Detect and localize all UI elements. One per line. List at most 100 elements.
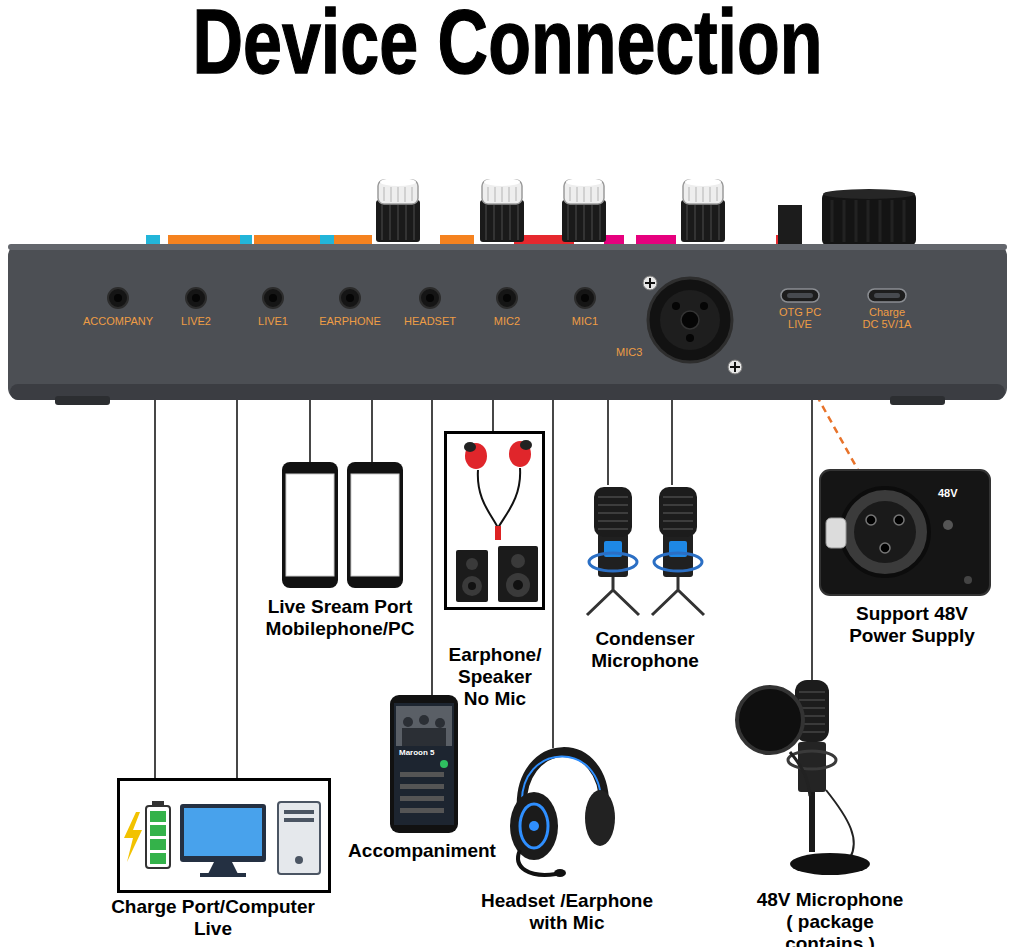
port-label: Charge DC 5V/1A — [861, 306, 913, 330]
music-phone — [396, 706, 452, 746]
device-box: Earphone/ Speaker No Mic — [444, 431, 545, 610]
xlr-combo-jack — [686, 334, 694, 342]
headset — [520, 804, 548, 848]
xlr-socket-photo — [943, 520, 953, 530]
speakers — [466, 558, 478, 570]
port-label: MIC3 — [616, 346, 642, 358]
xlr-socket-photo — [894, 515, 904, 525]
phone-device: Live Sream Port Mobilephone/PC — [282, 462, 403, 588]
audio-port: MIC2 — [492, 287, 523, 329]
studio-microphone — [737, 687, 803, 753]
port-label: HEADSET — [404, 315, 456, 327]
speakers — [513, 580, 523, 590]
audio-jack — [108, 288, 128, 308]
mixer-knob — [562, 178, 606, 242]
studio-microphone — [737, 680, 870, 875]
music-phone — [403, 717, 413, 727]
computer-icon — [208, 862, 238, 874]
computer-icon — [278, 802, 320, 874]
volume-knob — [832, 200, 904, 242]
studio-microphone — [826, 790, 854, 858]
caption: Live Sream Port Mobilephone/PC — [250, 596, 430, 640]
music-phone — [390, 695, 458, 833]
smartphone — [282, 462, 338, 588]
audio-port: MIC1 — [570, 287, 601, 329]
usb-c-port — [781, 289, 819, 302]
smartphone — [351, 474, 399, 576]
audio-jack — [426, 294, 434, 302]
xlr-combo-jack — [728, 360, 742, 374]
audio-jack — [497, 288, 517, 308]
volume-knob — [822, 192, 916, 246]
mixer-knob — [681, 178, 725, 242]
music-phone — [400, 784, 444, 789]
earphones — [464, 440, 532, 540]
earphones — [464, 442, 476, 452]
volume-knob — [823, 189, 915, 199]
audio-jack — [186, 288, 206, 308]
caption: Support 48V Power Supply — [840, 603, 985, 647]
port-label: LIVE2 — [181, 315, 211, 327]
caption: Headset /Earphone with Mic — [467, 890, 667, 934]
usb-c-port — [868, 289, 906, 302]
port-label: LIVE1 — [258, 315, 288, 327]
xlr-socket-photo — [841, 488, 929, 576]
speakers — [462, 576, 482, 596]
music-phone — [440, 760, 448, 768]
mixer-knob — [480, 178, 524, 242]
computer-icon — [295, 856, 303, 864]
mixer-body — [8, 244, 1007, 405]
studio-microphone — [790, 853, 870, 875]
combo-jack-port: MIC3 — [648, 278, 732, 362]
picture-text: 48V — [938, 487, 958, 500]
speakers — [456, 550, 488, 602]
music-phone — [390, 695, 458, 833]
computer-icon — [124, 812, 142, 862]
xlr-socket-photo — [826, 518, 846, 548]
computer-icon — [124, 801, 320, 877]
audio-jack — [346, 294, 354, 302]
xlr-socket-photo — [880, 543, 890, 553]
title: Device Connection — [0, 0, 1015, 87]
audio-port: ACCOMPANY — [81, 287, 156, 329]
music-phone — [394, 703, 454, 825]
usb-c-port — [781, 289, 906, 302]
audio-port: HEADSET — [402, 287, 458, 329]
computer-icon — [180, 804, 266, 862]
audio-jack — [269, 294, 277, 302]
volume-knob — [778, 189, 916, 246]
computer-icon — [150, 811, 166, 822]
port-label: MIC1 — [572, 315, 598, 327]
condenser-microphone — [587, 487, 704, 615]
caption: 48V Microphone ( package contains ) — [753, 889, 908, 947]
headset — [510, 752, 615, 877]
caption: Condenser Microphone — [585, 628, 705, 672]
speakers — [511, 554, 525, 568]
speakers — [456, 546, 538, 602]
audio-port: EARPHONE — [317, 287, 383, 329]
usb-c-port — [874, 293, 900, 298]
mixer-body — [10, 384, 1005, 400]
speakers — [468, 582, 476, 590]
earphones — [465, 443, 487, 469]
computer-icon — [152, 801, 164, 807]
mixer-body — [8, 244, 1007, 400]
computer-icon — [150, 825, 166, 836]
xlr-combo-jack — [645, 278, 655, 288]
computer-icon — [150, 839, 166, 850]
xlr-combo-jack — [700, 302, 708, 310]
audio-jack — [114, 294, 122, 302]
audio-port: LIVE1 — [256, 287, 290, 329]
music-phone — [402, 728, 446, 746]
smartphone — [347, 462, 403, 588]
xlr-socket-photo — [866, 515, 876, 525]
xlr-combo-jack — [660, 290, 720, 350]
music-phone — [419, 715, 429, 725]
speakers — [506, 573, 530, 597]
speakers — [498, 546, 538, 602]
port-label: EARPHONE — [319, 315, 381, 327]
mixer-knob — [376, 178, 725, 242]
music-phone — [435, 718, 445, 728]
